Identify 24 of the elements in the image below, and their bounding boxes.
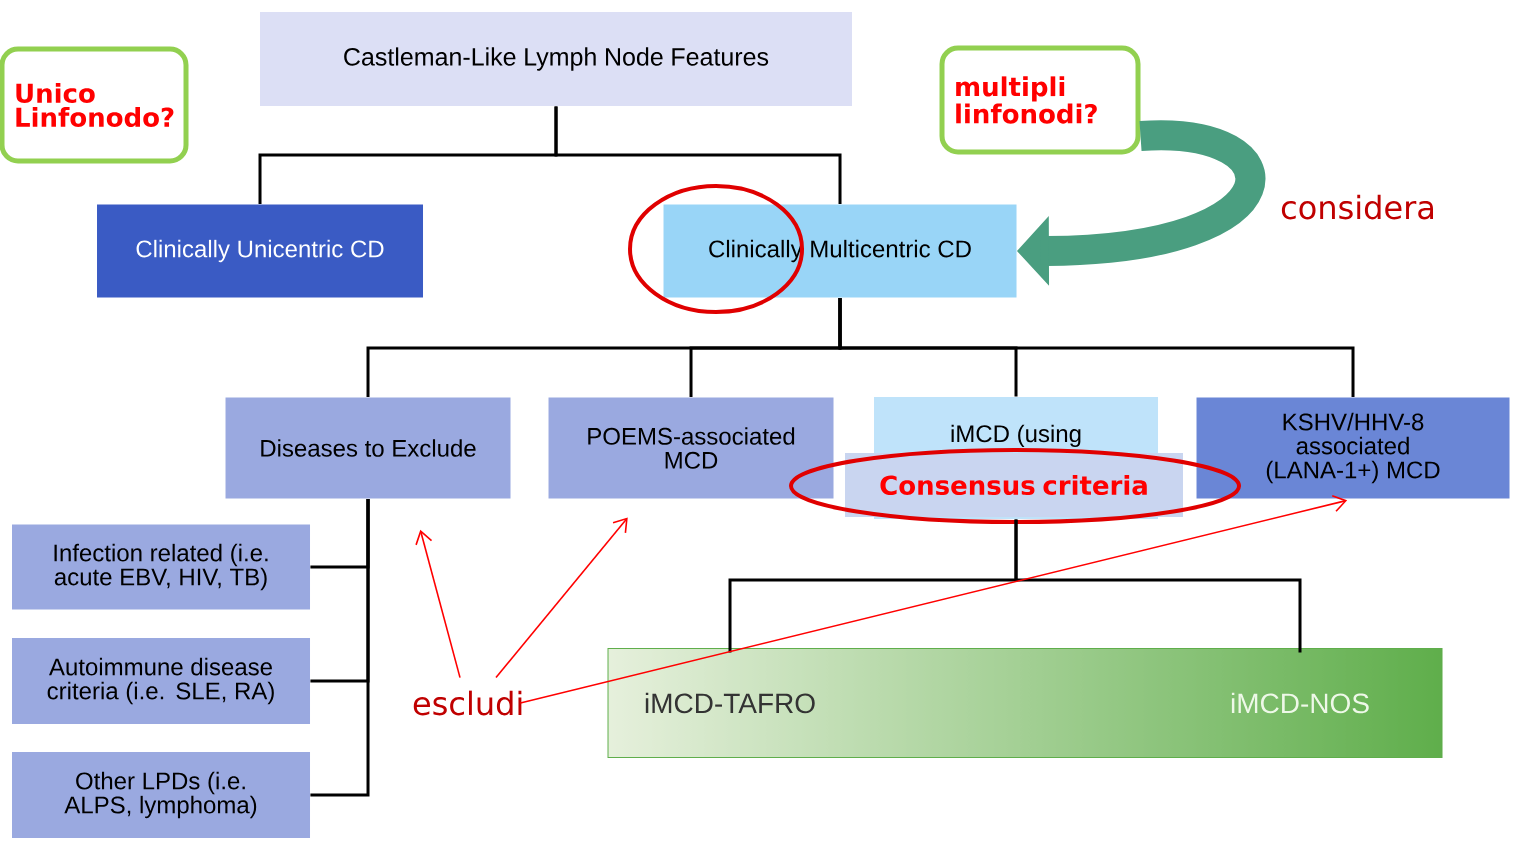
- tree-connector: [1014, 519, 1302, 653]
- tree-connector: [554, 106, 842, 205]
- question-box: Unico Linfonodo?: [0, 46, 189, 164]
- process-box: Clinically Unicentric CD: [97, 204, 423, 298]
- process-box: Castleman-Like Lymph Node Features: [260, 12, 852, 106]
- arrow: [495, 517, 628, 679]
- arrow: [519, 494, 1348, 704]
- arrow: [415, 529, 461, 679]
- bar-label: iMCD-TAFRO: [645, 692, 815, 714]
- process-box: Autoimmune disease criteria (i.e. SLE, RA): [12, 638, 310, 724]
- edge-label: considera: [1278, 192, 1438, 222]
- question-box: multipli linfonodi?: [939, 45, 1141, 155]
- process-box: POEMS-associated MCD: [548, 397, 834, 499]
- tree-connector: [310, 498, 370, 797]
- process-box: Clinically Multicentric CD: [663, 204, 1017, 298]
- process-box: Diseases to Exclude: [225, 397, 511, 499]
- bar-label: iMCD-NOS: [1231, 692, 1369, 714]
- process-box: Infection related (i.e. acute EBV, HIV, TB): [12, 524, 310, 610]
- callout-text: escludi: [413, 690, 522, 716]
- process-box: Other LPDs (i.e. ALPS, lymphoma): [12, 752, 310, 838]
- highlight-band: Consensus criteria: [845, 453, 1183, 517]
- process-box: KSHV/HHV-8 associated (LANA-1+) MCD: [1196, 397, 1510, 499]
- gradient-bar: [607, 648, 1443, 758]
- tree-connector: [838, 297, 1355, 398]
